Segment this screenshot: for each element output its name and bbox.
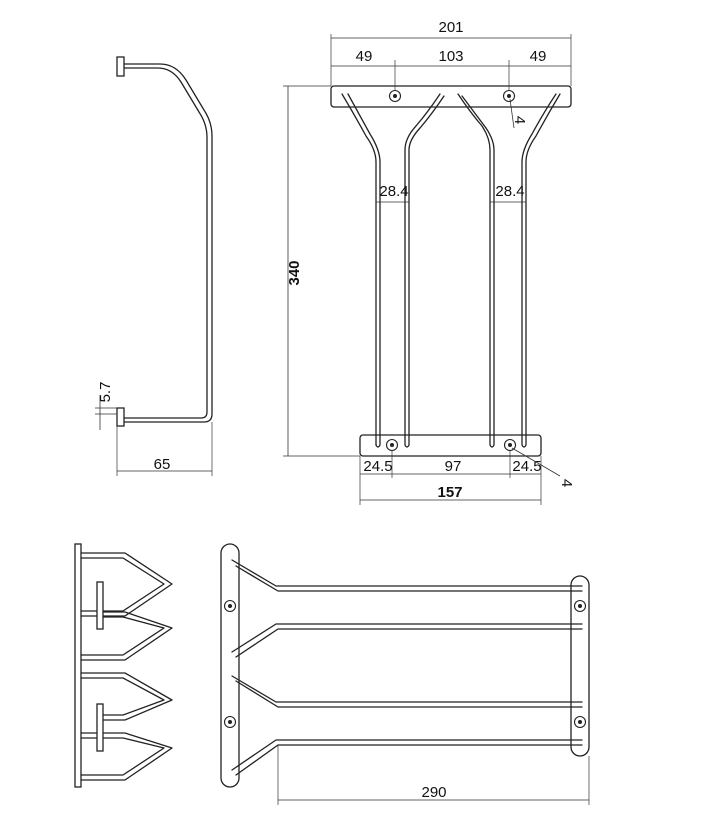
- top-view: 290: [220, 543, 590, 805]
- dim-gap-right: 28.4: [495, 183, 524, 200]
- dim-gap-left: 28.4: [379, 183, 408, 200]
- end-view-wire-upper-2: [80, 611, 173, 661]
- dim-bottom-hole-diameter: 4: [558, 479, 575, 487]
- front-view-top-plate: [330, 85, 572, 108]
- front-wire-left-outer: [341, 93, 377, 446]
- dim-top-right-offset: 49: [530, 48, 547, 65]
- side-view-wire-inner: [123, 67, 208, 419]
- top-view-rail-2: [231, 623, 583, 653]
- end-view-wire-lower-1: [80, 672, 173, 721]
- end-view-wire-lower-2: [80, 732, 173, 781]
- dim-bottom-view-length: 290: [421, 784, 446, 801]
- end-view: [74, 543, 173, 788]
- dim-side-plate-thickness: 5.7: [97, 382, 114, 403]
- side-view: 5.7 65: [95, 56, 213, 476]
- dim-top-left-offset: 49: [356, 48, 373, 65]
- dim-top-overall-width: 201: [438, 19, 463, 36]
- front-wire-right-outer: [521, 93, 561, 448]
- dim-bottom-right-offset: 24.5: [512, 458, 541, 475]
- front-view: 201 49 103 49 4 28.4 28.4 340 24.5 97 24…: [283, 19, 575, 505]
- dim-side-depth: 65: [154, 456, 171, 473]
- front-wire-center-left: [404, 93, 445, 448]
- dim-bottom-overall-width: 157: [437, 484, 462, 501]
- top-view-right-plate: [570, 575, 590, 757]
- top-view-rail-3: [231, 675, 583, 703]
- front-wire-center-right: [457, 93, 495, 448]
- end-view-wire-upper-1: [80, 552, 173, 617]
- side-view-bottom-plate: [116, 407, 125, 427]
- top-view-rail-4: [231, 739, 583, 771]
- dim-total-height: 340: [286, 260, 303, 285]
- end-view-plate: [74, 543, 82, 788]
- dim-bottom-left-offset: 24.5: [363, 458, 392, 475]
- end-view-upper-bracket: [96, 581, 104, 630]
- side-view-wire: [123, 63, 213, 423]
- front-wire-left-inner: [347, 93, 381, 448]
- dim-top-hole-spacing: 103: [438, 48, 463, 65]
- side-view-top-plate: [116, 56, 125, 77]
- top-view-left-plate: [220, 543, 240, 788]
- top-view-rail-1: [231, 559, 583, 587]
- dim-bottom-hole-spacing: 97: [445, 458, 462, 475]
- end-view-lower-bracket: [96, 703, 104, 752]
- dim-top-hole-diameter: 4: [511, 116, 528, 124]
